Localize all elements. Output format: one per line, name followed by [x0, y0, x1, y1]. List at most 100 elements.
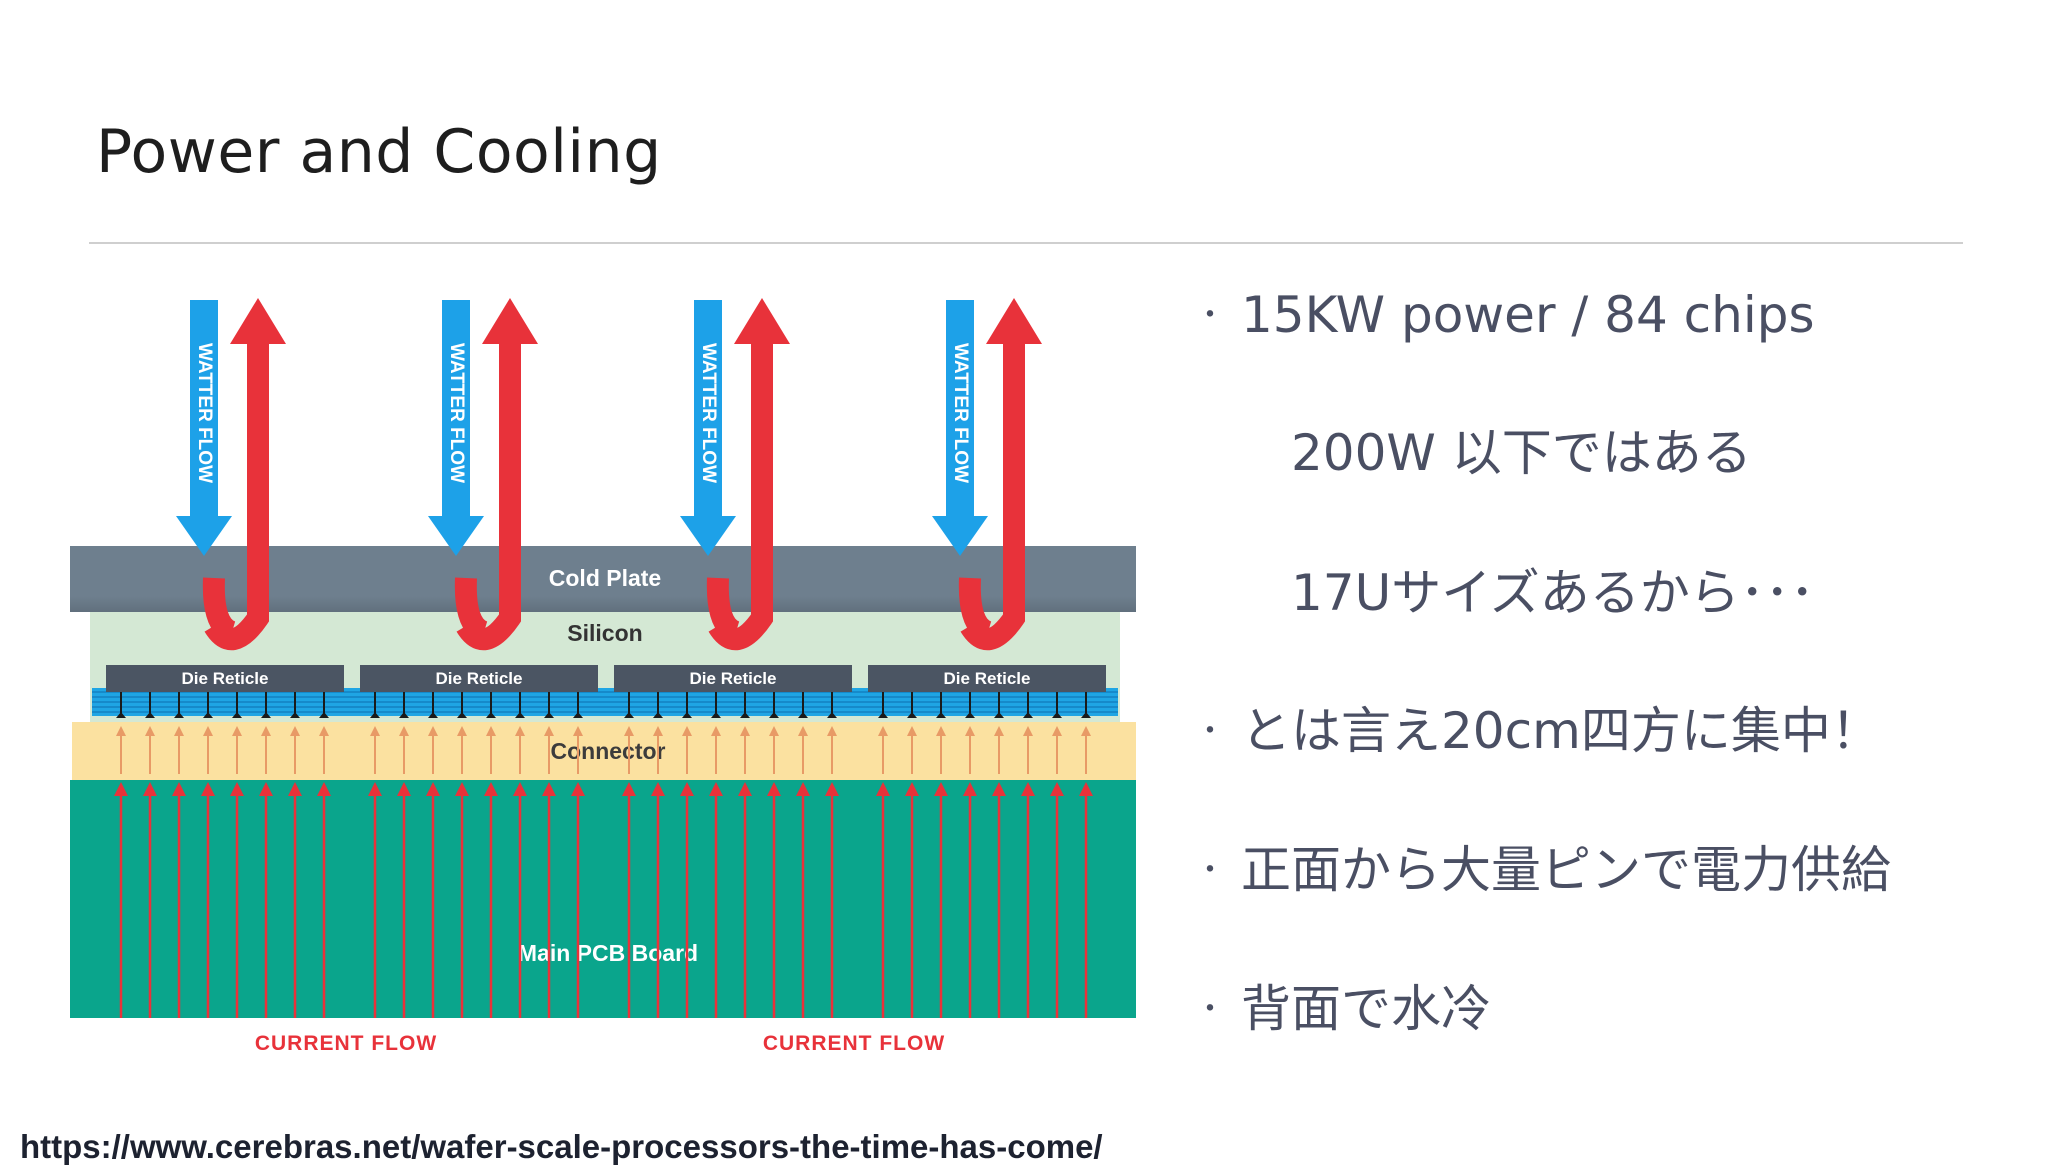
pin-head	[290, 712, 300, 718]
die-reticle-label: Die Reticle	[436, 669, 523, 688]
pin-head	[399, 712, 409, 718]
pin-head	[682, 712, 692, 718]
die-reticle-label: Die Reticle	[182, 669, 269, 688]
die-reticle-group: Die Reticle Die Reticle Die Reticle Die Ret…	[106, 665, 1106, 692]
current-arrow-head	[963, 782, 977, 796]
water-inflow-arrow-head	[176, 516, 232, 556]
connector-arrow-head	[1081, 726, 1091, 736]
die-reticle	[106, 665, 344, 692]
main-pcb-board	[70, 780, 1136, 1018]
current-arrow-head	[1021, 782, 1035, 796]
water-return-arrow-head	[230, 298, 286, 344]
connector-arrow-head	[515, 726, 525, 736]
connector-arrow-head	[457, 726, 467, 736]
connector-arrow-head	[399, 726, 409, 736]
current-arrow-group	[114, 782, 1093, 1018]
connector-arrow-head	[486, 726, 496, 736]
water-inflow-arrow	[694, 300, 722, 518]
cold-plate-label: Cold Plate	[549, 565, 661, 591]
connector-arrow-head	[319, 726, 329, 736]
current-arrow-head	[709, 782, 723, 796]
bullet-text: 15KW power / 84 chips	[1241, 286, 1815, 344]
water-inflow-arrow	[946, 300, 974, 518]
water-inflow-arrow-head	[680, 516, 736, 556]
pin-head	[428, 712, 438, 718]
pin-head	[711, 712, 721, 718]
current-arrow-head	[1079, 782, 1093, 796]
connector-arrow-head	[203, 726, 213, 736]
pin-head	[827, 712, 837, 718]
die-reticle	[614, 665, 852, 692]
water-flow-label: WATTER FLOW	[446, 343, 467, 483]
connector-arrow-head	[936, 726, 946, 736]
pin-head	[769, 712, 779, 718]
connector-arrow-head	[573, 726, 583, 736]
bullet-item: ・背面で水冷	[1195, 979, 1491, 1043]
pin-head	[203, 712, 213, 718]
pin-head	[573, 712, 583, 718]
connector-layer	[72, 722, 1136, 780]
current-arrow-head	[934, 782, 948, 796]
bullet-text: 17Uサイズあるから･･･	[1291, 564, 1815, 622]
pcb-board-label: Main PCB Board	[518, 940, 698, 966]
bullet-marker: ・	[1195, 991, 1225, 1027]
bullet-item: ・ 15KW power / 84 chips	[1195, 285, 1815, 349]
bullet-item: ・正面から大量ピンで電力供給	[1195, 840, 1891, 904]
connector-arrow-head	[653, 726, 663, 736]
connector-arrow-head	[1023, 726, 1033, 736]
connector-arrow-head	[994, 726, 1004, 736]
pin-head	[544, 712, 554, 718]
die-reticle-label: Die Reticle	[690, 669, 777, 688]
silicon-label: Silicon	[567, 620, 642, 646]
water-flow-label: WATTER FLOW	[698, 343, 719, 483]
bullet-item: 17Uサイズあるから･･･	[1291, 563, 1815, 623]
bullet-item: 200W 以下ではある	[1291, 423, 1752, 483]
water-return-arrow-head	[482, 298, 538, 344]
die-reticle-label: Die Reticle	[944, 669, 1031, 688]
current-arrow-head	[571, 782, 585, 796]
pin-head	[965, 712, 975, 718]
bullet-marker: ・	[1195, 297, 1225, 333]
pin-head	[486, 712, 496, 718]
connector-arrow-head	[682, 726, 692, 736]
cold-plate-shadow	[70, 596, 1136, 612]
pin-head	[457, 712, 467, 718]
pin-head	[1052, 712, 1062, 718]
pin-head	[232, 712, 242, 718]
water-inflow-arrow	[190, 300, 218, 518]
water-inflow-arrow-head	[428, 516, 484, 556]
current-arrow-head	[397, 782, 411, 796]
pin-head	[145, 712, 155, 718]
current-arrow-head	[143, 782, 157, 796]
water-inflow-arrow	[442, 300, 470, 518]
connector-arrow-head	[907, 726, 917, 736]
connector-arrow-head	[878, 726, 888, 736]
current-flow-label-right: CURRENT FLOW	[763, 1032, 945, 1055]
current-arrow-head	[876, 782, 890, 796]
current-flow-label-left: CURRENT FLOW	[255, 1032, 437, 1055]
connector-arrow-head	[261, 726, 271, 736]
current-arrow-head	[825, 782, 839, 796]
pin-head	[1081, 712, 1091, 718]
water-return-arrow-curve	[706, 577, 741, 643]
current-arrow-head	[172, 782, 186, 796]
current-arrow-head	[767, 782, 781, 796]
connector-arrow-head	[740, 726, 750, 736]
connector-arrow-head	[769, 726, 779, 736]
water-return-arrow-head	[734, 298, 790, 344]
water-flow-label: WATTER FLOW	[950, 343, 971, 483]
connector-arrow-head	[428, 726, 438, 736]
pin-head	[319, 712, 329, 718]
connector-arrow-head	[827, 726, 837, 736]
pin-head	[740, 712, 750, 718]
current-arrow-head	[484, 782, 498, 796]
connector-arrow-head	[290, 726, 300, 736]
current-arrow-head	[368, 782, 382, 796]
connector-arrow-head	[1052, 726, 1062, 736]
pin-head	[1023, 712, 1033, 718]
pin-head	[936, 712, 946, 718]
pin-head	[370, 712, 380, 718]
pin-head	[515, 712, 525, 718]
connector-arrow-head	[174, 726, 184, 736]
current-arrow-head	[992, 782, 1006, 796]
